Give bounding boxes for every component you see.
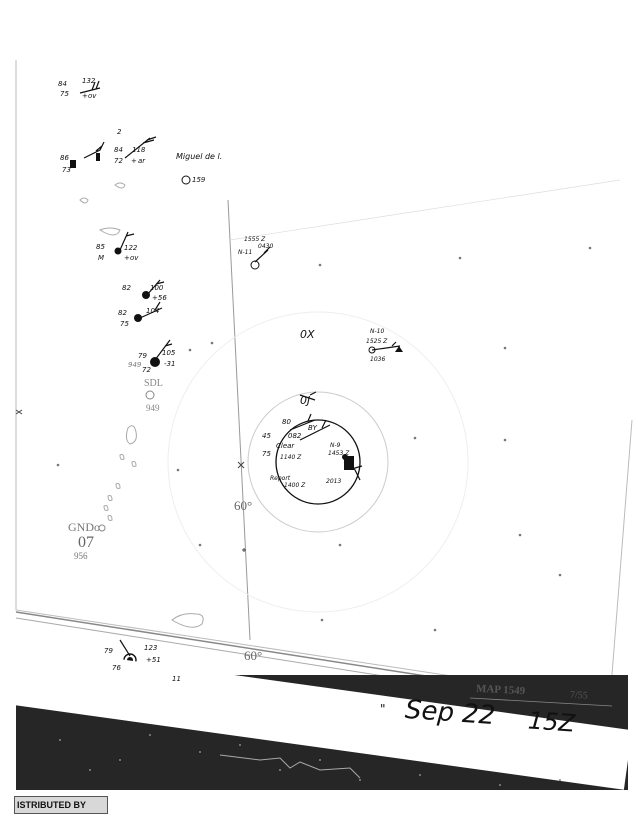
obs-k-report: Report (270, 475, 291, 482)
range-ring-inner (247, 391, 389, 533)
obs-l-temp: 79 (104, 647, 113, 655)
obs-k-report-time: 1400 Z (284, 482, 306, 489)
wind-barbs (79, 80, 401, 657)
station-sdl-extra: 949 (146, 403, 160, 413)
storm-symbols (70, 153, 403, 470)
obs-b-temp1: 86 (60, 154, 69, 162)
scan-white-wedge (11, 645, 633, 790)
obs-f-temp1: 82 (122, 284, 131, 292)
obs-b-top: 2 (117, 128, 122, 136)
obs-f-tendency: +56 (152, 294, 167, 302)
cross-marks (15, 409, 246, 552)
scan-noise (59, 734, 561, 786)
obs-e-dew: M (98, 254, 105, 262)
obs-g-pressure: 105 (162, 349, 176, 357)
obs-i-time: 1525 Z (366, 338, 388, 345)
obs-k-temp: 80 (282, 418, 291, 426)
obs-f-temp2: 82 (118, 309, 127, 317)
obs-e-temp: 85 (96, 243, 105, 251)
obs-k-id: N-9 (330, 442, 341, 449)
obs-k-pressure: 082 (288, 432, 302, 440)
obs-b-sign: + (131, 157, 137, 165)
obs-d-time: 1555 Z (244, 236, 266, 243)
storm-circle (275, 419, 361, 505)
obs-g-temp: 79 (138, 352, 147, 360)
map-title: MAP 1549 (475, 682, 526, 698)
obs-b-dew1: 73 (62, 166, 71, 174)
latitude-line (229, 179, 621, 241)
obs-d-value: 0430 (258, 243, 274, 250)
obs-h-code: 0X (300, 328, 315, 341)
obs-l-tendency: +51 (146, 656, 161, 664)
distributed-by-label: ISTRIBUTED BY (14, 796, 108, 814)
obs-g-tendency: -31 (164, 360, 176, 368)
range-ring-outer (167, 311, 469, 613)
obs-k-code: BY (308, 424, 317, 432)
station-sdl-id: SDL (144, 378, 163, 389)
scan-line-artifact (219, 754, 361, 779)
obs-k-time2: 1140 Z (280, 454, 302, 461)
station-gndo-extra: 956 (74, 551, 88, 561)
obs-k-time: 1453 Z (328, 450, 350, 457)
station-gndo-id: GNDo (68, 520, 100, 534)
obs-k-value: 2013 (326, 478, 342, 485)
obs-i-id: N-10 (370, 328, 385, 335)
obs-c-pressure: 159 (192, 176, 206, 184)
obs-j-code: 0J (300, 394, 311, 407)
obs-g-printed: 949 (128, 361, 142, 369)
obs-k-dew: 45 (262, 432, 271, 440)
obs-e-note: ov (130, 254, 139, 262)
obs-a-dew: 75 (60, 90, 69, 98)
obs-a-sign: + (82, 92, 88, 100)
map-border (15, 60, 633, 701)
grid-dots (56, 246, 592, 632)
meridian-label-upper: 60° (234, 498, 253, 513)
obs-a-temp: 84 (58, 80, 67, 88)
handwritten-time: 15Z (527, 706, 576, 738)
meridian-label-lower: 60° (244, 648, 263, 663)
obs-e-sign: + (124, 254, 130, 262)
obs-a-note: ov (88, 92, 97, 100)
obs-b-pressure: 118 (132, 146, 146, 154)
station-gndo-pressure: 07 (78, 534, 94, 551)
obs-b-dew2: 72 (114, 157, 123, 165)
obs-e-pressure: 122 (124, 244, 138, 252)
obs-b-note: ar (138, 157, 146, 165)
handwritten-date: Sep 22 (404, 694, 497, 732)
obs-f-pressure2: 104 (146, 307, 160, 315)
obs-k-temp2: 75 (262, 450, 271, 458)
obs-a-pressure: 132 (82, 77, 96, 85)
obs-f-dew: 75 (120, 320, 129, 328)
obs-d-id: N-11 (238, 249, 253, 256)
obs-f-pressure1: 100 (150, 284, 164, 292)
meridian-line (227, 199, 251, 641)
obs-k-note: Clear (276, 442, 295, 450)
map-edition: 7/55 (569, 689, 589, 702)
obs-l-pressure: 123 (144, 644, 158, 652)
obs-l-dew: 76 (112, 664, 121, 672)
date-tick: " (380, 702, 386, 716)
title-plate-line (469, 697, 613, 707)
obs-g-dew: 72 (142, 366, 151, 374)
obs-i-value: 1036 (370, 356, 386, 363)
obs-b-temp2: 84 (114, 146, 123, 154)
obs-c-place: Miguel de l. (176, 152, 223, 161)
island-outlines (79, 182, 204, 628)
obs-l-note: 11 (172, 675, 181, 683)
